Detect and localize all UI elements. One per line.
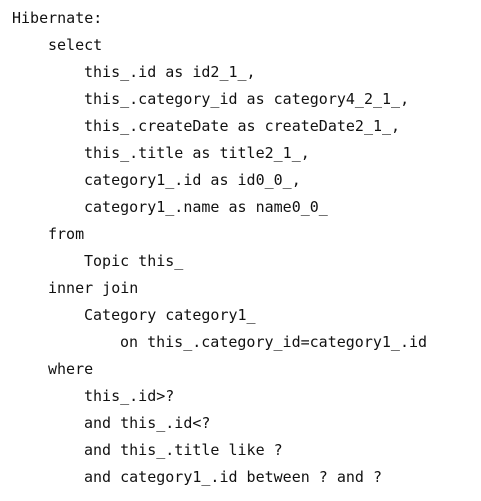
code-line: on this_.category_id=category1_.id bbox=[120, 333, 428, 351]
code-line: from bbox=[48, 225, 85, 243]
code-line: this_.id as id2_1_, bbox=[84, 63, 256, 81]
code-line: this_.createDate as createDate2_1_, bbox=[84, 117, 401, 135]
code-line: where bbox=[48, 360, 94, 378]
code-line: Hibernate: bbox=[12, 9, 103, 27]
code-line: category1_.name as name0_0_ bbox=[84, 198, 328, 216]
code-line: this_.title as title2_1_, bbox=[84, 144, 310, 162]
code-line: Topic this_ bbox=[84, 252, 184, 270]
code-line: and category1_.id between ? and ? bbox=[84, 468, 383, 486]
code-line: and this_.id<? bbox=[84, 414, 211, 432]
code-line: select bbox=[48, 36, 103, 54]
code-line: inner join bbox=[48, 279, 139, 297]
code-line: this_.id>? bbox=[84, 387, 175, 405]
code-line: category1_.id as id0_0_, bbox=[84, 171, 301, 189]
code-line: Category category1_ bbox=[84, 306, 256, 324]
code-line: this_.category_id as category4_2_1_, bbox=[84, 90, 410, 108]
code-line: and this_.title like ? bbox=[84, 441, 283, 459]
